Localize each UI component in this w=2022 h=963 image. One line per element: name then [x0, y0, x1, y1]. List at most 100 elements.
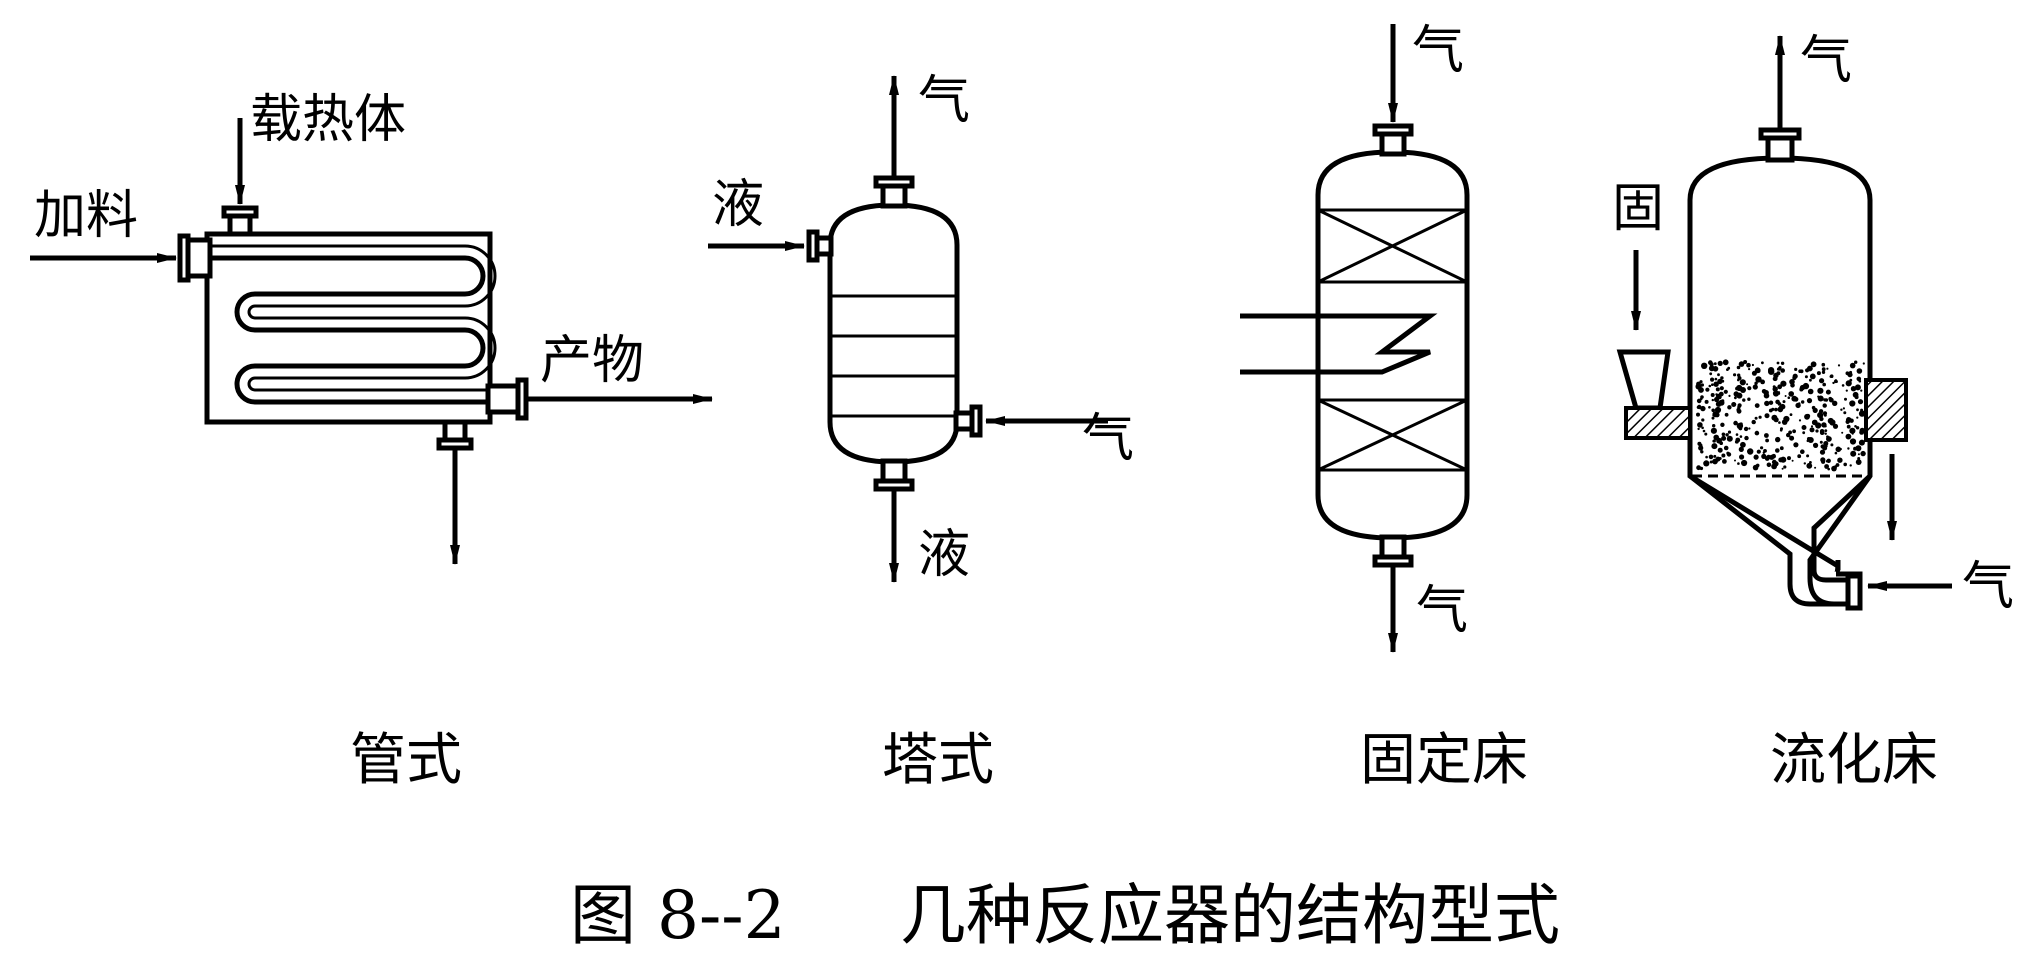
particle [1811, 405, 1816, 410]
tower-reactor: 气 液 气 液 [708, 71, 1134, 585]
particle [1860, 389, 1863, 392]
particle [1742, 398, 1746, 402]
particle [1791, 392, 1794, 395]
particle [1704, 399, 1709, 404]
particle [1786, 432, 1791, 438]
particle [1705, 387, 1710, 392]
particle [1734, 403, 1737, 406]
particle [1773, 454, 1776, 457]
particle [1856, 368, 1863, 374]
particle [1809, 427, 1815, 433]
particle [1834, 451, 1838, 455]
particle [1806, 454, 1810, 458]
particle [1717, 378, 1723, 385]
particle [1704, 432, 1708, 436]
particle [1813, 442, 1819, 448]
heat-carrier-label: 载热体 [250, 90, 406, 150]
particle [1713, 434, 1719, 441]
particle [1856, 416, 1859, 419]
particle [1710, 377, 1715, 382]
particle [1721, 399, 1725, 403]
particle [1845, 433, 1852, 440]
particle [1776, 367, 1780, 371]
gas-inlet-flange [969, 404, 983, 438]
particle [1761, 389, 1767, 394]
particle [1752, 384, 1758, 390]
particle [1736, 392, 1743, 399]
particle [1835, 380, 1838, 383]
fluidized-particles [1695, 359, 1866, 472]
fluidized-cone-right [1811, 474, 1872, 583]
particle [1821, 362, 1826, 367]
particle [1857, 457, 1861, 460]
particle [1714, 396, 1720, 403]
tower-top-flange [873, 175, 915, 189]
particle [1809, 378, 1812, 382]
particle [1817, 412, 1824, 419]
particle [1827, 417, 1834, 424]
particle [1827, 467, 1830, 471]
fluidized-gas-out-label: 气 [1800, 31, 1852, 91]
particle [1843, 462, 1847, 467]
particle [1751, 370, 1757, 376]
particle [1826, 367, 1829, 370]
particle [1849, 400, 1856, 407]
particle [1822, 403, 1827, 408]
particle [1744, 435, 1749, 441]
particle [1727, 405, 1732, 410]
solid-in-label: 固 [1612, 179, 1664, 239]
overflow-outlet [1864, 378, 1908, 442]
particle [1711, 443, 1718, 450]
particle [1696, 398, 1702, 404]
particle [1713, 381, 1719, 387]
particle [1844, 397, 1847, 401]
particle [1819, 449, 1826, 455]
particle [1766, 454, 1771, 460]
particle [1817, 387, 1824, 394]
particle [1734, 396, 1737, 400]
particle [1739, 422, 1743, 426]
particle [1802, 431, 1806, 435]
particle [1849, 418, 1854, 423]
particle [1776, 361, 1780, 365]
particle [1797, 454, 1802, 459]
particle [1712, 458, 1718, 465]
particle [1831, 465, 1837, 472]
tower-gas-out-label: 气 [918, 71, 970, 131]
particle [1739, 435, 1743, 438]
particle [1725, 433, 1729, 437]
particle [1698, 445, 1704, 451]
feed-label: 加料 [34, 186, 138, 246]
particle [1700, 383, 1704, 387]
particle [1780, 368, 1785, 373]
particle [1809, 373, 1816, 380]
particle [1798, 369, 1802, 374]
particle [1857, 399, 1864, 405]
particle [1722, 359, 1729, 366]
particle [1751, 363, 1754, 367]
particle [1806, 462, 1813, 469]
particle [1701, 418, 1705, 422]
fluidized-gas-in-label: 气 [1962, 557, 2014, 617]
particle [1852, 391, 1859, 398]
particle [1854, 425, 1857, 428]
particle [1713, 362, 1717, 366]
particle [1737, 373, 1741, 377]
particle [1855, 459, 1862, 465]
fluidized-bed-shell [1687, 155, 1873, 607]
particle [1737, 462, 1740, 465]
particle [1780, 380, 1787, 387]
particle [1815, 429, 1819, 433]
particle [1755, 463, 1760, 468]
particle [1764, 433, 1769, 438]
particle [1859, 430, 1864, 435]
particle [1708, 406, 1711, 409]
particle [1734, 459, 1736, 462]
tube-reactor: 载热体 加料 产物 [30, 90, 713, 565]
particle [1720, 376, 1724, 380]
particle [1715, 393, 1718, 396]
particle [1825, 460, 1829, 463]
particle [1778, 421, 1781, 424]
particle [1716, 408, 1718, 411]
particle [1756, 369, 1761, 373]
